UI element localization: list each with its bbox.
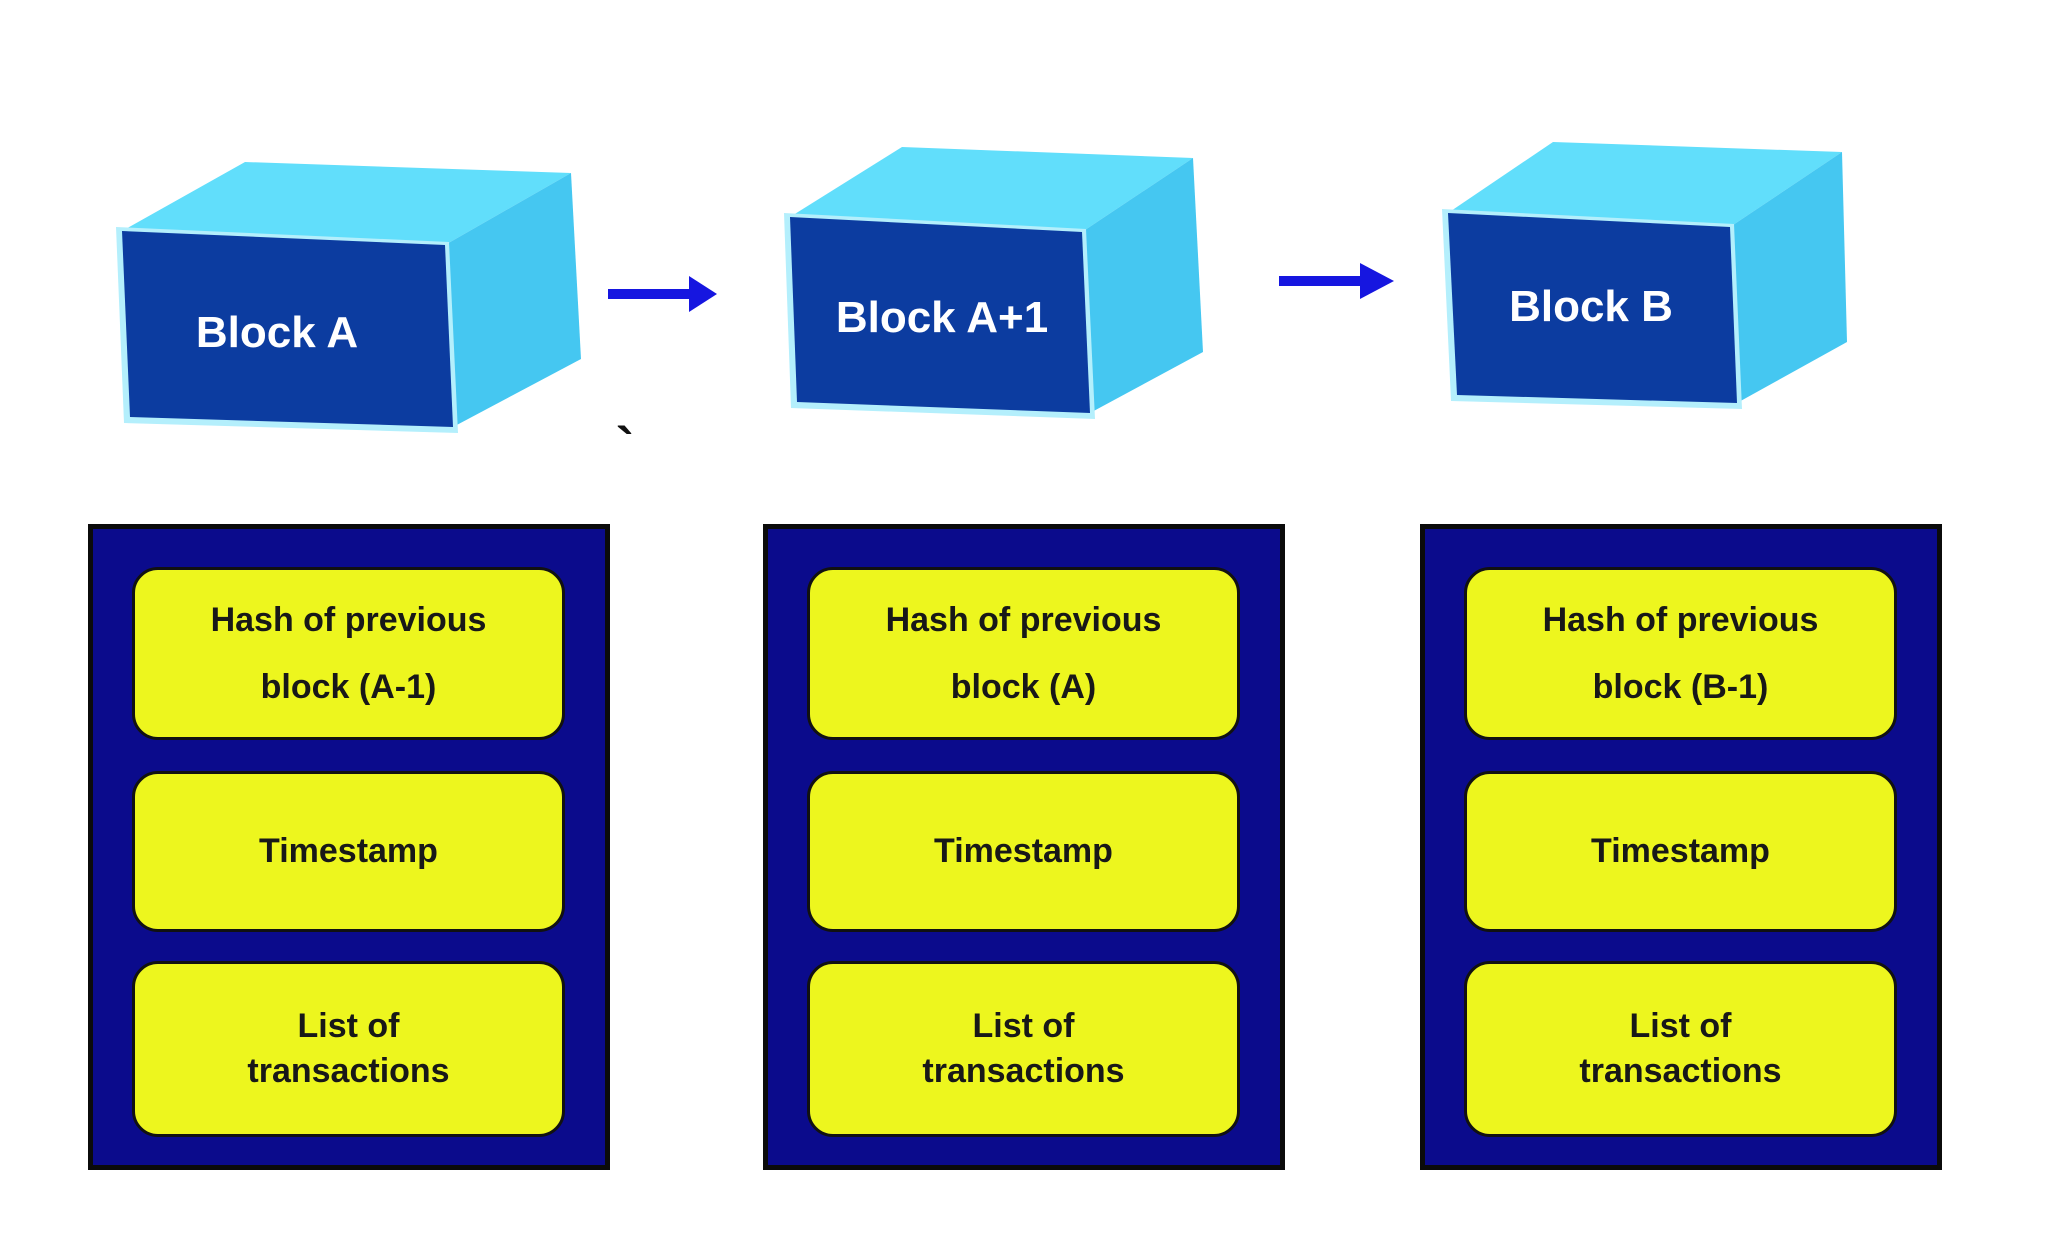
block-a-side-face [445, 173, 581, 427]
arrow-a1-to-b [1279, 263, 1394, 299]
block-a1-detail-panel: Hash of previous block (A) Timestamp Lis… [763, 524, 1285, 1170]
hash-cell-line2: block (A) [950, 667, 1097, 706]
list-cell-line2: transactions [247, 1052, 450, 1090]
block-a1-timestamp-cell: Timestamp [807, 771, 1240, 932]
block-a1-top-face [790, 147, 1193, 232]
list-cell-line1: List of [297, 1007, 400, 1046]
block-a-front-face [122, 231, 453, 427]
block-b-top-face [1448, 142, 1842, 227]
block-b-timestamp-cell: Timestamp [1464, 771, 1897, 932]
block-a-transactions-cell: List of transactions [132, 961, 565, 1137]
block-a1-cube [784, 147, 1203, 419]
block-b-hash-cell: Hash of previous block (B-1) [1464, 567, 1897, 740]
block-b-detail-panel: Hash of previous block (B-1) Timestamp L… [1420, 524, 1942, 1170]
arrow-a-to-a1-head [689, 276, 717, 312]
hash-cell-line1: Hash of previous [1542, 601, 1819, 640]
block-a1-hash-cell: Hash of previous block (A) [807, 567, 1240, 740]
block-b-side-face [1730, 152, 1847, 403]
list-cell-line2: transactions [1579, 1052, 1782, 1090]
list-cell-line1: List of [972, 1007, 1075, 1046]
block-a1-side-face [1082, 158, 1203, 413]
block-a-cube [116, 162, 581, 433]
block-a-title: Block A [195, 308, 359, 357]
block-a-detail-panel: Hash of previous block (A-1) Timestamp L… [88, 524, 610, 1170]
arrow-a-to-a1 [608, 276, 717, 312]
block-b-front-face [1448, 213, 1737, 403]
hash-cell-line2: block (B-1) [1592, 667, 1769, 706]
list-cell-line2: transactions [922, 1052, 1125, 1090]
block-b-title: Block B [1509, 282, 1673, 331]
stray-backtick-mark: ` [616, 417, 634, 477]
block-a-top-face [122, 162, 571, 245]
block-b-cube [1442, 142, 1847, 409]
hash-cell-line1: Hash of previous [885, 601, 1162, 640]
arrow-a1-to-b-head [1360, 263, 1394, 299]
block-a-timestamp-cell: Timestamp [132, 771, 565, 932]
list-cell-line1: List of [1629, 1007, 1732, 1046]
hash-cell-line2: block (A-1) [260, 667, 437, 706]
hash-cell-line1: Hash of previous [210, 601, 487, 640]
block-b-transactions-cell: List of transactions [1464, 961, 1897, 1137]
block-a1-front-face [790, 217, 1090, 413]
block-a-hash-cell: Hash of previous block (A-1) [132, 567, 565, 740]
block-a1-title: Block A+1 [835, 293, 1049, 342]
block-a1-transactions-cell: List of transactions [807, 961, 1240, 1137]
